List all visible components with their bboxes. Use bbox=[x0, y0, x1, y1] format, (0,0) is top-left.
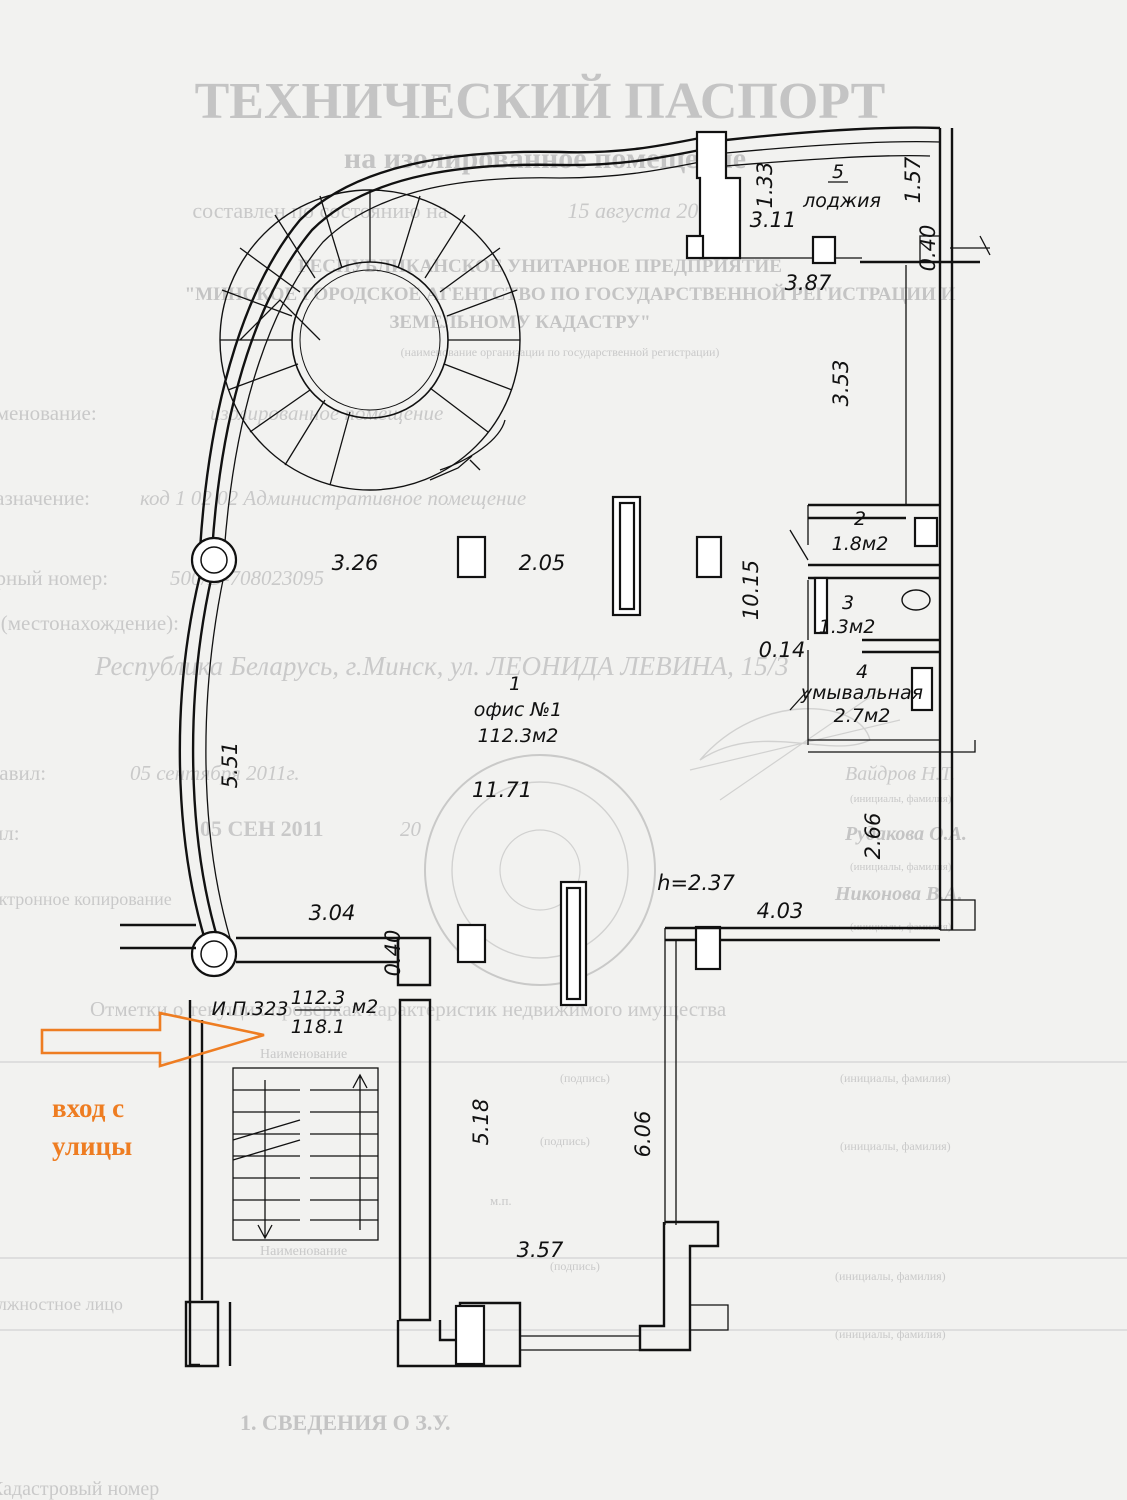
footer-line: Кадастровый номер bbox=[0, 1478, 159, 1500]
dim-0-40-bottom: 0.40 bbox=[381, 930, 405, 977]
journal-line: Электронное копирование bbox=[0, 889, 172, 909]
field-purpose-label: Назначение: bbox=[0, 486, 90, 510]
room-5-number: 5 bbox=[832, 161, 844, 183]
caption-sign-3: (подпись) bbox=[550, 1259, 600, 1273]
total-area: 112.3 bbox=[291, 987, 345, 1009]
org-caption: (наименование организации по государстве… bbox=[401, 345, 720, 359]
dim-2-05: 2.05 bbox=[519, 551, 566, 575]
room-1-name: офис №1 bbox=[474, 699, 563, 721]
room-3-number: 3 bbox=[842, 592, 854, 614]
dim-3-04: 3.04 bbox=[309, 901, 356, 925]
dim-1-33: 1.33 bbox=[753, 162, 777, 209]
compiled-label: Паспорт составил: bbox=[0, 761, 46, 785]
field-purpose-value: код 1 02 02 Административное помещение bbox=[140, 486, 526, 510]
passport-subtitle: на изолированное помещение bbox=[344, 142, 746, 175]
dim-2-66: 2.66 bbox=[861, 813, 885, 860]
plan-walls bbox=[120, 126, 991, 1368]
room-4-name: умывальная bbox=[800, 682, 923, 704]
caption-name-4: (инициалы, фамилия) bbox=[835, 1327, 946, 1341]
dim-0-40-top: 0.40 bbox=[916, 225, 940, 272]
checked-year: 20 bbox=[400, 817, 422, 841]
passport-background: ТЕХНИЧЕСКИЙ ПАСПОРТ на изолированное пом… bbox=[0, 73, 1127, 1500]
checked-stamp: 05 СЕН 2011 bbox=[200, 816, 323, 841]
straight-stair-treads bbox=[232, 1073, 378, 1240]
org-line-1: РЕСПУБЛИКАНСКОЕ УНИТАРНОЕ ПРЕДПРИЯТИЕ bbox=[298, 256, 782, 277]
dim-5-51: 5.51 bbox=[218, 742, 242, 789]
dim-1-57: 1.57 bbox=[901, 156, 925, 203]
signature-caption-1: (инициалы, фамилия) bbox=[850, 793, 952, 805]
dimension-labels: 1.33 1.57 3.11 3.87 0.40 3.53 3.26 2.05 … bbox=[218, 156, 940, 1262]
room-4-area: 2.7м2 bbox=[834, 705, 891, 727]
room-2-area: 1.8м2 bbox=[832, 533, 889, 555]
room-1-number: 1 bbox=[509, 673, 521, 695]
room-3-area: 1.3м2 bbox=[819, 616, 876, 638]
caption-sign-1: (подпись) bbox=[560, 1071, 610, 1085]
signature-1: Вайдров Н.Т. bbox=[845, 763, 955, 785]
compiled-value: 05 сентября 2011г. bbox=[130, 761, 300, 785]
section-heading: 1. СВЕДЕНИЯ О З.У. bbox=[240, 1410, 450, 1435]
note-name: Наименование bbox=[260, 1047, 347, 1062]
total-prefix: И.П.323 bbox=[212, 998, 289, 1020]
room-4-number: 4 bbox=[856, 661, 868, 683]
dim-3-53: 3.53 bbox=[829, 360, 853, 407]
field-name-label: Наименование: bbox=[0, 401, 97, 425]
spiral-staircase bbox=[219, 189, 521, 491]
dim-3-57: 3.57 bbox=[517, 1238, 564, 1262]
room-labels: 1 офис №1 112.3м2 2 1.8м2 3 1.3м2 4 умыв… bbox=[212, 161, 924, 1038]
dim-3-11: 3.11 bbox=[750, 208, 797, 232]
dim-3-26: 3.26 bbox=[332, 551, 379, 575]
org-line-3: ЗЕМЕЛЬНОМУ КАДАСТРУ" bbox=[389, 312, 650, 333]
signature-caption-2: (инициалы, фамилия) bbox=[850, 861, 952, 873]
dim-3-87: 3.87 bbox=[785, 271, 832, 295]
ceiling-height: h=2.37 bbox=[657, 871, 735, 895]
field-address-label: Адрес (местонахождение): bbox=[0, 611, 179, 635]
entry-label-line-1: вход с bbox=[52, 1093, 124, 1123]
dim-0-14: 0.14 bbox=[759, 638, 806, 662]
entry-label-line-2: улицы bbox=[52, 1131, 132, 1161]
passport-title: ТЕХНИЧЕСКИЙ ПАСПОРТ bbox=[195, 73, 886, 130]
mp-mark: м.п. bbox=[490, 1193, 512, 1208]
dim-4-03: 4.03 bbox=[757, 899, 804, 923]
entry-arrow-icon bbox=[40, 1011, 265, 1068]
entry-annotation: вход с улицы bbox=[40, 1011, 265, 1161]
note-name-2: Наименование bbox=[260, 1244, 347, 1259]
dim-5-18: 5.18 bbox=[469, 1099, 493, 1146]
checked-label: Паспорт проверил: bbox=[0, 821, 20, 845]
caption-name-3: (инициалы, фамилия) bbox=[835, 1269, 946, 1283]
total-unit: м2 bbox=[352, 996, 378, 1018]
room-5-name: лоджия bbox=[802, 190, 881, 212]
org-line-2: "МИНСКОЕ ГОРОДСКОЕ АГЕНТСТВО ПО ГОСУДАРС… bbox=[185, 283, 956, 305]
dim-10-15: 10.15 bbox=[739, 560, 763, 620]
signature-2: Рудакова О.А. bbox=[844, 823, 967, 845]
signature-3: Никонова В.А. bbox=[834, 883, 963, 905]
caption-sign-2: (подпись) bbox=[540, 1134, 590, 1148]
room-2-number: 2 bbox=[854, 508, 866, 530]
caption-name-1: (инициалы, фамилия) bbox=[840, 1071, 951, 1085]
position-line: должностное лицо bbox=[0, 1294, 123, 1314]
dim-6-06: 6.06 bbox=[631, 1111, 655, 1158]
caption-name-2: (инициалы, фамилия) bbox=[840, 1139, 951, 1153]
dim-11-71: 11.71 bbox=[472, 778, 532, 802]
field-inventory-label: Инвентарный номер: bbox=[0, 566, 108, 590]
total-with-loggia: 118.1 bbox=[291, 1016, 345, 1038]
room-1-area: 112.3м2 bbox=[478, 725, 559, 747]
